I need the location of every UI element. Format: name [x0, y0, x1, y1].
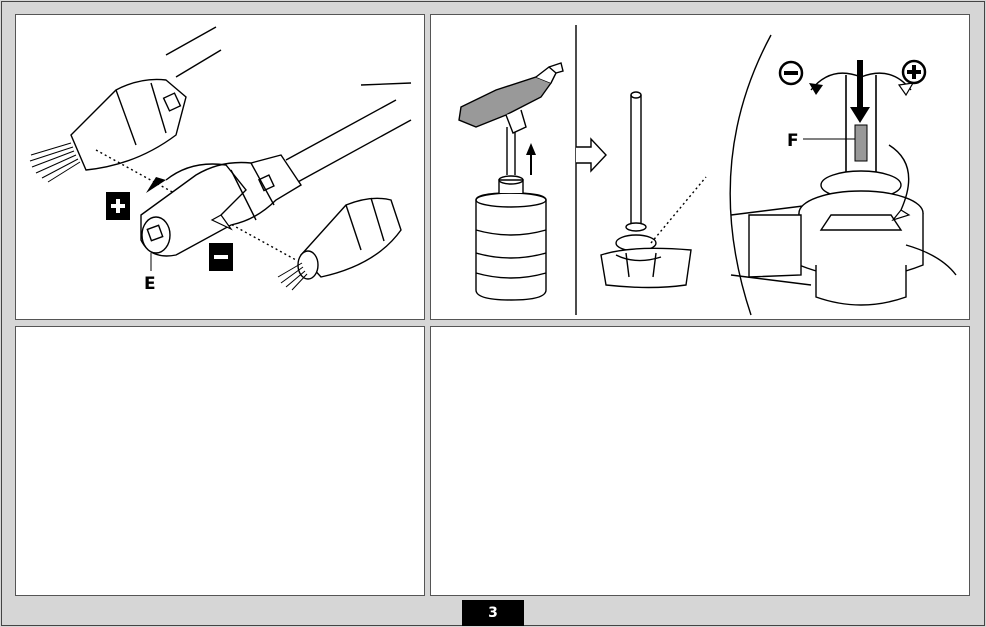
figure-valve-adjust: F: [430, 14, 970, 320]
minus-icon: [209, 243, 233, 271]
figure-blank-right: [430, 326, 970, 596]
rotate-arrow-icon: [809, 82, 915, 222]
valve-illustration: F: [458, 25, 957, 316]
callout-e: E: [144, 274, 156, 294]
page-number: 3: [462, 600, 524, 626]
arrow-right-icon: [576, 137, 607, 173]
arrow-down-icon: [850, 60, 870, 123]
minus-circle-icon: [778, 60, 804, 86]
figure-nozzle-adjust: E: [15, 14, 425, 320]
plus-icon: [106, 192, 130, 220]
arrow-up-icon: [526, 143, 536, 155]
callout-f: F: [787, 131, 799, 151]
figure-blank-left: [15, 326, 425, 596]
plus-circle-icon: [901, 59, 927, 85]
nozzle-illustration: E: [29, 26, 412, 294]
rotate-arrow-icon: [146, 177, 166, 193]
